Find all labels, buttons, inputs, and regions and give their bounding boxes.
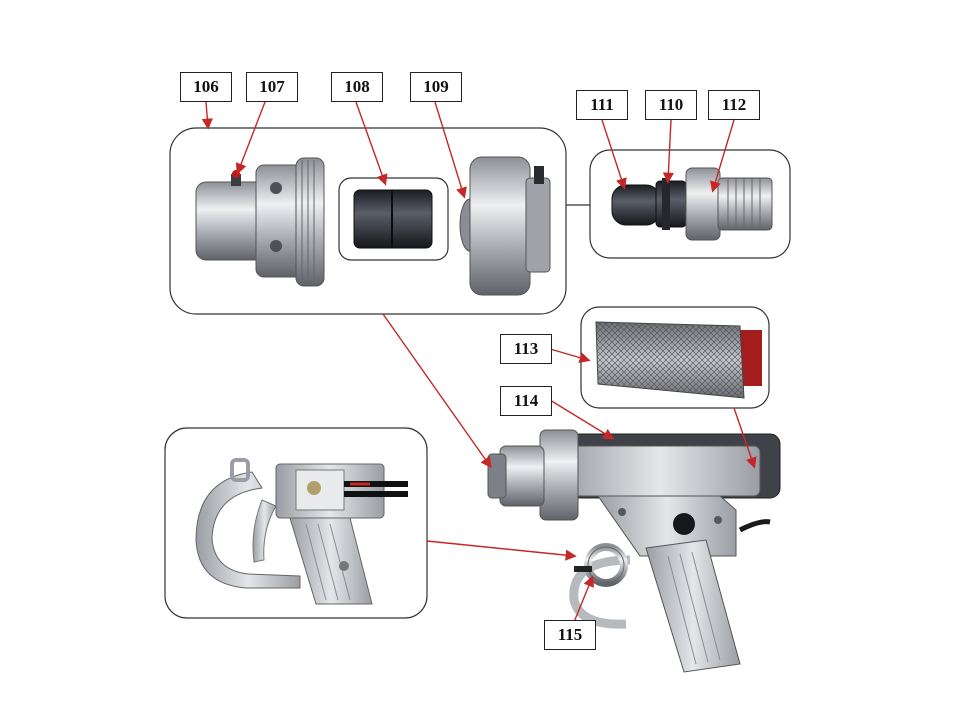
part-106-housing xyxy=(195,157,325,287)
leader-111 xyxy=(601,119,627,190)
part-110-connector xyxy=(655,178,687,230)
label-106: 106 xyxy=(180,72,232,102)
label-113: 113 xyxy=(500,334,552,364)
part-113-mesh-filter xyxy=(595,321,762,399)
leader-lines xyxy=(201,101,757,623)
label-115: 115 xyxy=(544,620,596,650)
label-111: 111 xyxy=(576,90,628,120)
label-114: 114 xyxy=(500,386,552,416)
part-115-lock-ring xyxy=(574,543,628,587)
label-108: 108 xyxy=(331,72,383,102)
leader-trigger-to-body xyxy=(426,540,577,561)
label-110: 110 xyxy=(645,90,697,120)
label-107: 107 xyxy=(246,72,298,102)
leader-mesh-to-body xyxy=(733,407,757,469)
trigger-detail xyxy=(195,458,408,605)
leader-115 xyxy=(573,575,595,623)
leader-assembly-to-nozzle xyxy=(382,313,492,469)
part-108-sleeve xyxy=(353,189,433,249)
leader-112 xyxy=(710,119,735,193)
leader-106 xyxy=(201,101,213,130)
part-111-nozzle-tip xyxy=(611,184,661,226)
part-112-threaded-adapter xyxy=(685,167,773,241)
leader-108 xyxy=(355,101,388,186)
gun-body xyxy=(487,429,781,673)
leader-113 xyxy=(549,348,591,364)
label-109: 109 xyxy=(410,72,462,102)
leader-109 xyxy=(434,101,467,199)
label-112: 112 xyxy=(708,90,760,120)
leader-110 xyxy=(662,119,675,184)
leader-114 xyxy=(549,399,615,440)
part-109-ring xyxy=(459,156,551,296)
leader-107 xyxy=(235,101,266,175)
part-107-pin xyxy=(231,170,241,186)
